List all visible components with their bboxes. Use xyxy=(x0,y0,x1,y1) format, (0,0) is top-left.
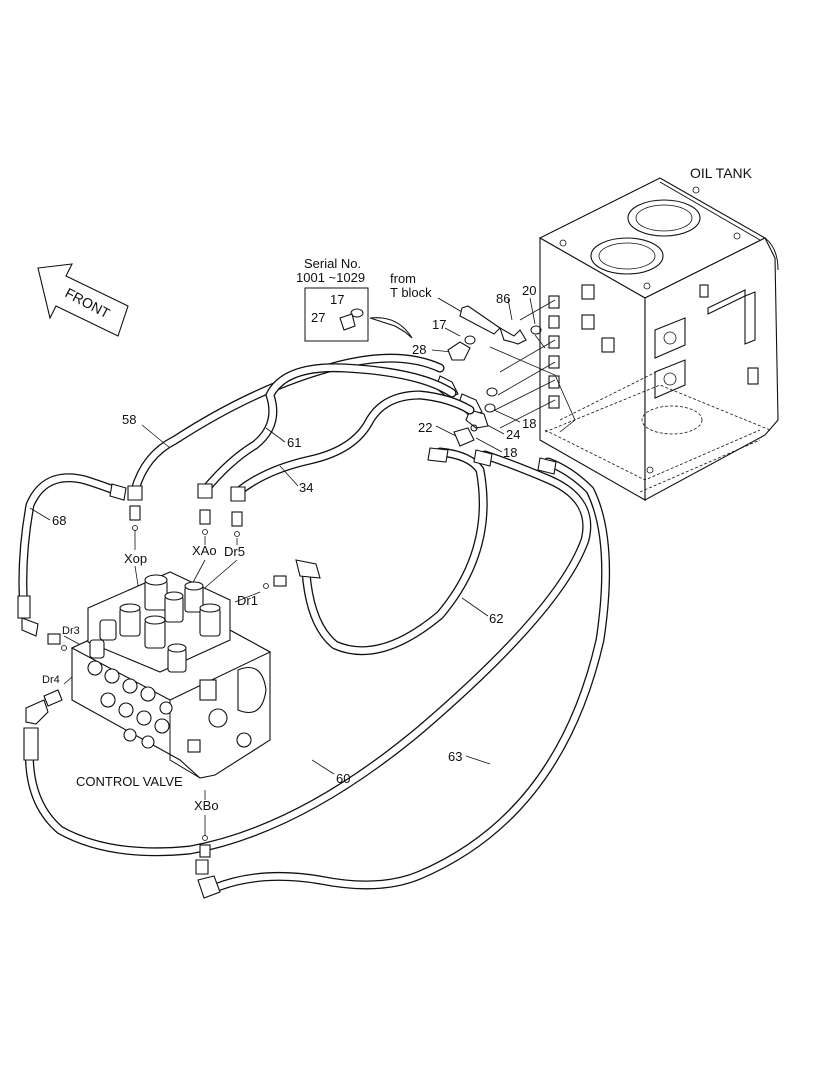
part-number-17a: 17 xyxy=(330,292,344,307)
serial-label-line1: Serial No. xyxy=(304,256,361,271)
hose-68 xyxy=(18,473,123,617)
hose-62 xyxy=(301,447,488,656)
hose-part-numbers: 58 61 34 68 62 60 63 xyxy=(29,412,503,786)
part-number-18a: 18 xyxy=(522,416,536,431)
port-label-dr4: Dr4 xyxy=(42,674,60,686)
part-number-22: 22 xyxy=(418,420,432,435)
oil-tank: OIL TANK xyxy=(538,165,779,501)
part-number-20: 20 xyxy=(522,283,536,298)
hose-63 xyxy=(210,457,611,893)
serial-label-line2: 1001 ~1029 xyxy=(296,270,365,285)
control-valve-label: CONTROL VALVE xyxy=(76,774,183,789)
part-number-18b: 18 xyxy=(503,445,517,460)
port-labels: Xop XAo Dr5 Dr1 Dr3 Dr4 XBo xyxy=(42,543,258,813)
hose-60 xyxy=(24,450,592,857)
part-number-24: 24 xyxy=(506,427,520,442)
part-number-62: 62 xyxy=(489,611,503,626)
part-number-68: 68 xyxy=(52,513,66,528)
front-arrow: FRONT xyxy=(37,263,129,337)
adapter-fittings xyxy=(43,505,287,858)
part-number-61: 61 xyxy=(287,435,301,450)
serial-number-callout: Serial No. 1001 ~1029 17 27 xyxy=(296,256,413,342)
port-label-xao: XAo xyxy=(192,543,217,558)
t-block-inlet: from T block xyxy=(390,271,542,345)
port-label-dr3: Dr3 xyxy=(62,625,80,637)
hose-61 xyxy=(200,363,457,495)
tank-part-numbers: 86 20 17 28 18 24 22 18 xyxy=(412,283,536,460)
part-number-28: 28 xyxy=(412,342,426,357)
from-label-line1: from xyxy=(390,271,416,286)
control-valve: CONTROL VALVE xyxy=(70,571,272,789)
port-label-dr5: Dr5 xyxy=(224,544,245,559)
part-number-17b: 17 xyxy=(432,317,446,332)
port-label-dr1: Dr1 xyxy=(237,593,258,608)
part-number-34: 34 xyxy=(299,480,313,495)
tank-leader-lines xyxy=(489,299,576,433)
from-label-line2: T block xyxy=(390,285,432,300)
port-label-xbo: XBo xyxy=(194,798,219,813)
oil-tank-label: OIL TANK xyxy=(690,165,753,181)
part-number-86: 86 xyxy=(496,291,510,306)
hose-end-fittings xyxy=(17,447,557,899)
part-number-58: 58 xyxy=(122,412,136,427)
part-number-27: 27 xyxy=(311,310,325,325)
part-number-60: 60 xyxy=(336,771,350,786)
part-number-63: 63 xyxy=(448,749,462,764)
port-label-xop: Xop xyxy=(124,551,147,566)
